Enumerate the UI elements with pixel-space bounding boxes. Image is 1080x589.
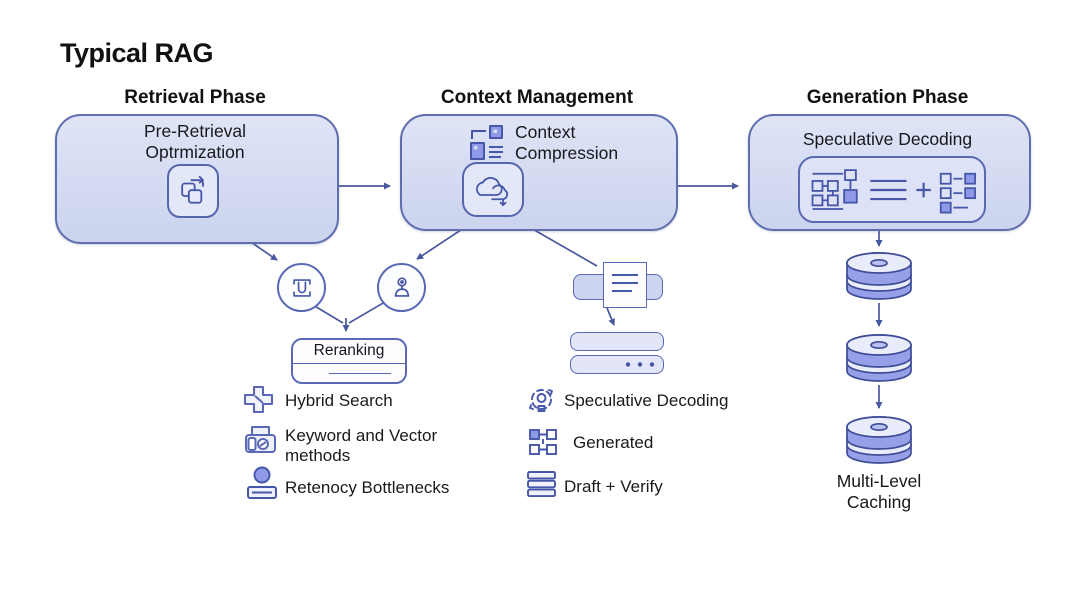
generated-label: Generated [573,433,654,452]
draft-stack-icon [526,470,557,498]
context-management-header: Context Management [440,87,634,108]
database-cylinder-icon-2 [844,333,914,385]
pre-retrieval-optimization-label: Pre-Retrieval Optrmization [143,121,247,162]
context-management-box [400,114,678,231]
context-compression-label: Context Compression [515,122,619,163]
person-pin-icon [377,263,426,312]
keyword-vector-methods-label: Keyword and Vector methods [285,426,438,465]
generated-nodes-icon [528,428,558,456]
server-bar-bottom [570,355,664,374]
compress-list-icon [469,123,505,163]
hybrid-search-label: Hybrid Search [285,391,393,410]
reranking-divider [293,363,405,364]
hybrid-plus-icon [242,385,276,417]
latency-bottlenecks-label: Retenocy Bottlenecks [285,478,450,497]
reranking-subline [329,373,391,374]
generation-phase-header: Generation Phase [806,87,969,108]
speculative-decoding-label: Speculative Decoding [564,391,729,410]
speculative-cycle-icon [526,386,557,415]
cloud-sync-icon [462,162,524,217]
database-cylinder-icon-1 [844,251,914,303]
database-cylinder-icon-3 [844,415,914,467]
reranking-box: Reranking [291,338,407,384]
copy-documents-icon [167,164,219,218]
keyword-scanner-icon [243,424,278,459]
reranking-label: Reranking [313,342,385,359]
latency-server-icon [246,466,278,501]
server-bar-top [570,332,664,351]
multi-level-caching-label: Multi-Level Caching [836,471,922,512]
draft-verify-label: Draft + Verify [564,477,663,496]
page-title: Typical RAG [60,38,214,68]
flow-lines-plus-list-icon [798,156,986,223]
archive-terminal-icon [277,263,326,312]
document-sheet-icon [603,262,647,308]
speculative-decoding-card-label: Speculative Decoding [802,129,973,149]
retrieval-phase-header: Retrieval Phase [124,87,266,108]
